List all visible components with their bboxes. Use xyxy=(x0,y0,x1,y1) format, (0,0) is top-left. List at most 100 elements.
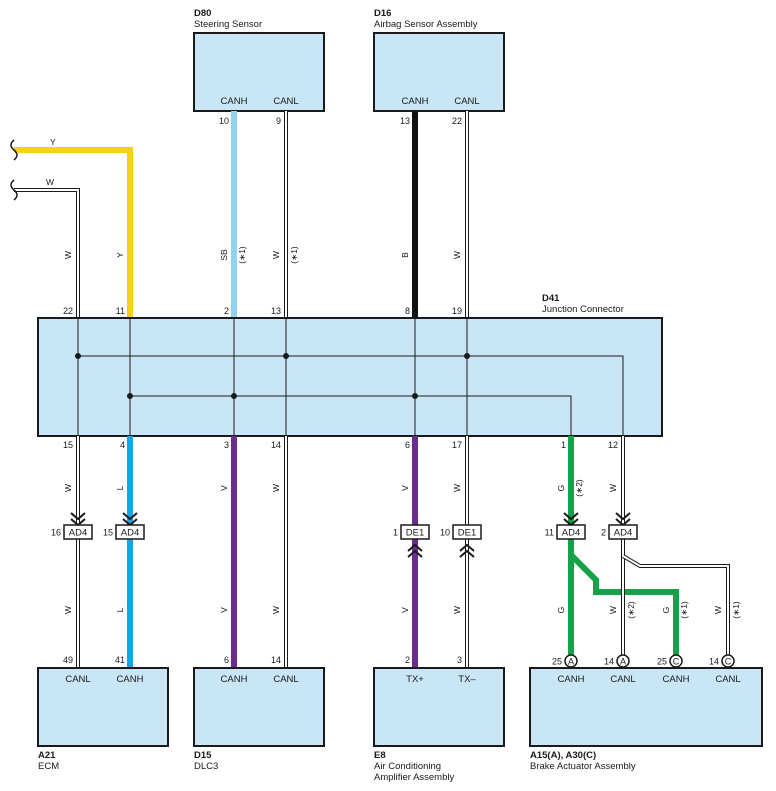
connector-ad4-15: AD4 15 xyxy=(103,512,145,540)
wire-white-left xyxy=(14,189,79,318)
a21-pin-num: 41 xyxy=(115,655,125,665)
wire-label: W xyxy=(452,484,462,492)
e8-box xyxy=(373,667,505,747)
wire-label: L xyxy=(115,485,125,490)
connector-code: DE1 xyxy=(406,528,424,539)
component-a15-a30: A A C C 25 14 25 14 CANH CANL CANH CANL … xyxy=(529,654,763,772)
connector-ad4-11: AD4 11 xyxy=(545,512,586,540)
wire-label: V xyxy=(219,607,229,613)
d15-name: DLC3 xyxy=(194,761,218,772)
wire-label: (∗2) xyxy=(626,601,636,619)
top-wires: Y W 10 9 13 22 W Y SB (∗1) W (∗1) B W xyxy=(10,111,469,318)
d80-pin-canh: CANH xyxy=(221,96,248,107)
connector-code: AD4 xyxy=(614,528,632,539)
wire-label: W xyxy=(63,484,73,492)
connector-pin: 1 xyxy=(393,528,398,538)
e8-name: Air Conditioning xyxy=(374,761,441,772)
wire-label: W xyxy=(63,251,73,259)
connector-arrow-icon xyxy=(407,543,423,558)
d80-code: D80 xyxy=(194,8,211,19)
d15-pin-canh: CANH xyxy=(221,674,248,685)
wire-break-icon xyxy=(10,179,18,201)
d41-internal-bus xyxy=(77,318,624,436)
wire-break-icon xyxy=(10,139,18,161)
connector-code: AD4 xyxy=(121,528,139,539)
component-d15: 6 14 CANH CANL D15 DLC3 xyxy=(193,655,325,772)
d41-top-pin: 19 xyxy=(452,306,462,316)
component-e8: 2 3 TX+ TX– E8 Air Conditioning Amplifie… xyxy=(373,655,505,783)
d41-bottom-pin: 1 xyxy=(561,440,566,450)
connector-code: DE1 xyxy=(458,528,476,539)
wire-label: W xyxy=(452,251,462,259)
wire-label: W xyxy=(63,606,73,614)
d41-bottom-pin: 12 xyxy=(608,440,618,450)
a15-pin-num: 25 xyxy=(552,657,562,667)
connector-box xyxy=(63,524,93,540)
connector-pin: 11 xyxy=(545,528,554,538)
connector-de1-10: DE1 10 xyxy=(440,524,482,558)
d16-box xyxy=(373,32,505,112)
a15-pin-label: CANH xyxy=(663,674,690,685)
d41-bottom-pin: 17 xyxy=(452,440,462,450)
connector-code: AD4 xyxy=(562,528,580,539)
wire-label: V xyxy=(400,485,410,491)
connector-box xyxy=(608,524,638,540)
inline-connectors: AD4 16 AD4 15 DE1 1 DE1 10 AD4 xyxy=(51,512,638,558)
a21-pin-num: 49 xyxy=(63,655,73,665)
connector-box xyxy=(452,524,482,540)
a15-sub: A xyxy=(620,657,626,667)
wire-label: W xyxy=(271,484,281,492)
d16-name: Airbag Sensor Assembly xyxy=(374,19,478,30)
wire-label: G xyxy=(661,607,671,614)
d15-box xyxy=(193,667,325,747)
component-a21: 49 41 CANL CANH A21 ECM xyxy=(37,655,169,772)
a15-pin-num: 14 xyxy=(604,657,614,667)
d16-pin-canh: CANH xyxy=(402,96,429,107)
bottom-wires: W L V W V W G W W L V W V W G W (∗2) G (… xyxy=(63,436,741,668)
a15-box xyxy=(529,667,763,747)
wire-label: G xyxy=(556,485,566,492)
a21-box xyxy=(37,667,169,747)
connector-pin: 16 xyxy=(51,528,61,538)
e8-pin-txp: TX+ xyxy=(406,674,424,685)
d80-box xyxy=(193,32,325,112)
a15-pin-label: CANL xyxy=(715,674,740,685)
wire-label: B xyxy=(400,252,410,258)
wire-label: V xyxy=(219,485,229,491)
connector-arrow-icon xyxy=(459,543,475,558)
d80-pin-num-canl: 9 xyxy=(276,116,281,126)
e8-code: E8 xyxy=(374,750,386,761)
e8-name-2: Amplifier Assembly xyxy=(374,772,454,783)
connector-code: AD4 xyxy=(69,528,87,539)
a15-pin-num: 14 xyxy=(709,657,719,667)
wire-label: W xyxy=(608,606,618,614)
e8-pin-txm: TX– xyxy=(458,674,476,685)
connector-ad4-2: AD4 2 xyxy=(601,512,638,540)
connector-pin: 15 xyxy=(103,528,113,538)
d80-pin-canl: CANL xyxy=(273,96,298,107)
a21-pin-canl: CANL xyxy=(65,674,90,685)
wire-label: (∗2) xyxy=(574,479,584,497)
d16-pin-canl: CANL xyxy=(454,96,479,107)
wire-label: W xyxy=(452,606,462,614)
d41-top-pin: 2 xyxy=(224,306,229,316)
d41-bottom-pin: 4 xyxy=(120,440,125,450)
connector-pin: 10 xyxy=(440,528,450,538)
d41-bottom-pin: 6 xyxy=(405,440,410,450)
d41-top-pin: 13 xyxy=(271,306,281,316)
a15-pin-label: CANH xyxy=(558,674,585,685)
connector-box xyxy=(400,524,430,540)
wire-w-label: W xyxy=(46,177,54,187)
a15-sub: A xyxy=(568,657,574,667)
d41-junction-dots xyxy=(75,353,470,399)
d15-pin-num: 14 xyxy=(271,655,281,665)
wire-label: (∗1) xyxy=(679,601,689,619)
a15-sub: C xyxy=(725,657,732,667)
d41-top-pin: 22 xyxy=(63,306,73,316)
wire-label: V xyxy=(400,607,410,613)
d41-code: D41 xyxy=(542,293,560,304)
a15-pin-label: CANL xyxy=(610,674,635,685)
connector-ad4-16: AD4 16 xyxy=(51,512,93,540)
d15-pin-num: 6 xyxy=(224,655,229,665)
